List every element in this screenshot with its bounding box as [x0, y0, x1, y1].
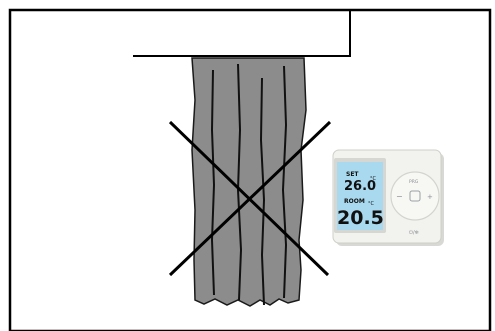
- thermostat-device-icon: SET 26.0 °C ROOM 20.5 °C PRG − + ⏻/❄: [333, 150, 444, 246]
- plus-label: +: [427, 193, 433, 201]
- power-mode-label: ⏻/❄: [409, 230, 419, 236]
- room-value: 20.5: [337, 207, 384, 229]
- curtain-body: [192, 58, 306, 306]
- curtain-icon: [192, 58, 306, 306]
- ceiling-rail: [133, 10, 350, 56]
- prg-label: PRG: [409, 179, 419, 185]
- room-unit: °C: [368, 201, 375, 207]
- minus-label: −: [396, 192, 403, 201]
- room-label: ROOM: [344, 198, 365, 205]
- set-unit: °C: [370, 176, 377, 182]
- set-label: SET: [346, 171, 359, 178]
